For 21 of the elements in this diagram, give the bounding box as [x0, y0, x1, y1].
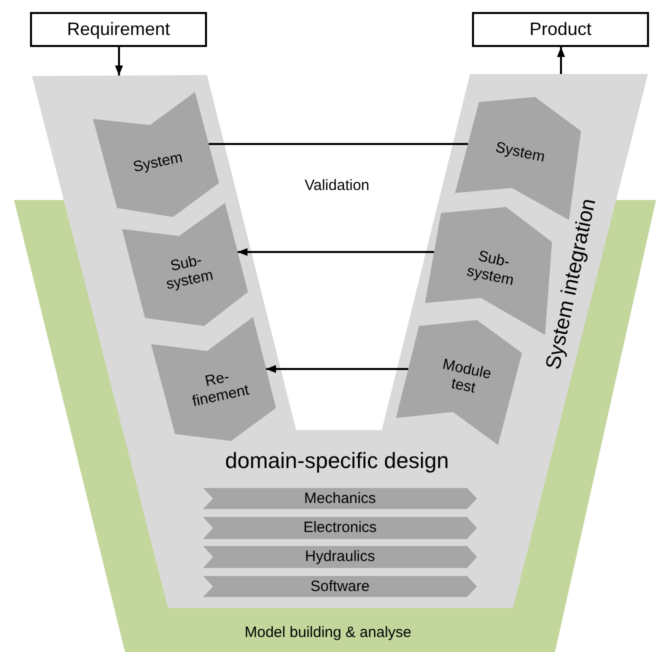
- arrow: [557, 47, 565, 74]
- band-label: Model building & analyse: [244, 624, 412, 642]
- chevron-label: Module test: [440, 356, 492, 398]
- arrow: [266, 365, 408, 373]
- phase-label: domain-specific design: [225, 448, 449, 474]
- chevron-label: Sub- system: [465, 246, 516, 290]
- validation-label: Validation: [304, 178, 370, 194]
- bar-label: Electronics: [303, 520, 377, 536]
- vertical-label: System integration: [542, 196, 600, 372]
- bar-label: Software: [310, 578, 370, 595]
- arrow: [115, 47, 123, 76]
- text-box: Product: [472, 12, 649, 47]
- chevron-label: System: [494, 140, 546, 166]
- text-box: Requirement: [30, 12, 207, 47]
- chevron-label: Re- finement: [190, 367, 251, 410]
- bar-label: Hydraulics: [304, 548, 376, 566]
- chevron-label: Sub- system: [164, 250, 215, 294]
- arrow: [238, 248, 434, 256]
- chevron-label: System: [132, 150, 184, 176]
- bar-label: Mechanics: [304, 490, 376, 507]
- connector-line: [208, 143, 468, 145]
